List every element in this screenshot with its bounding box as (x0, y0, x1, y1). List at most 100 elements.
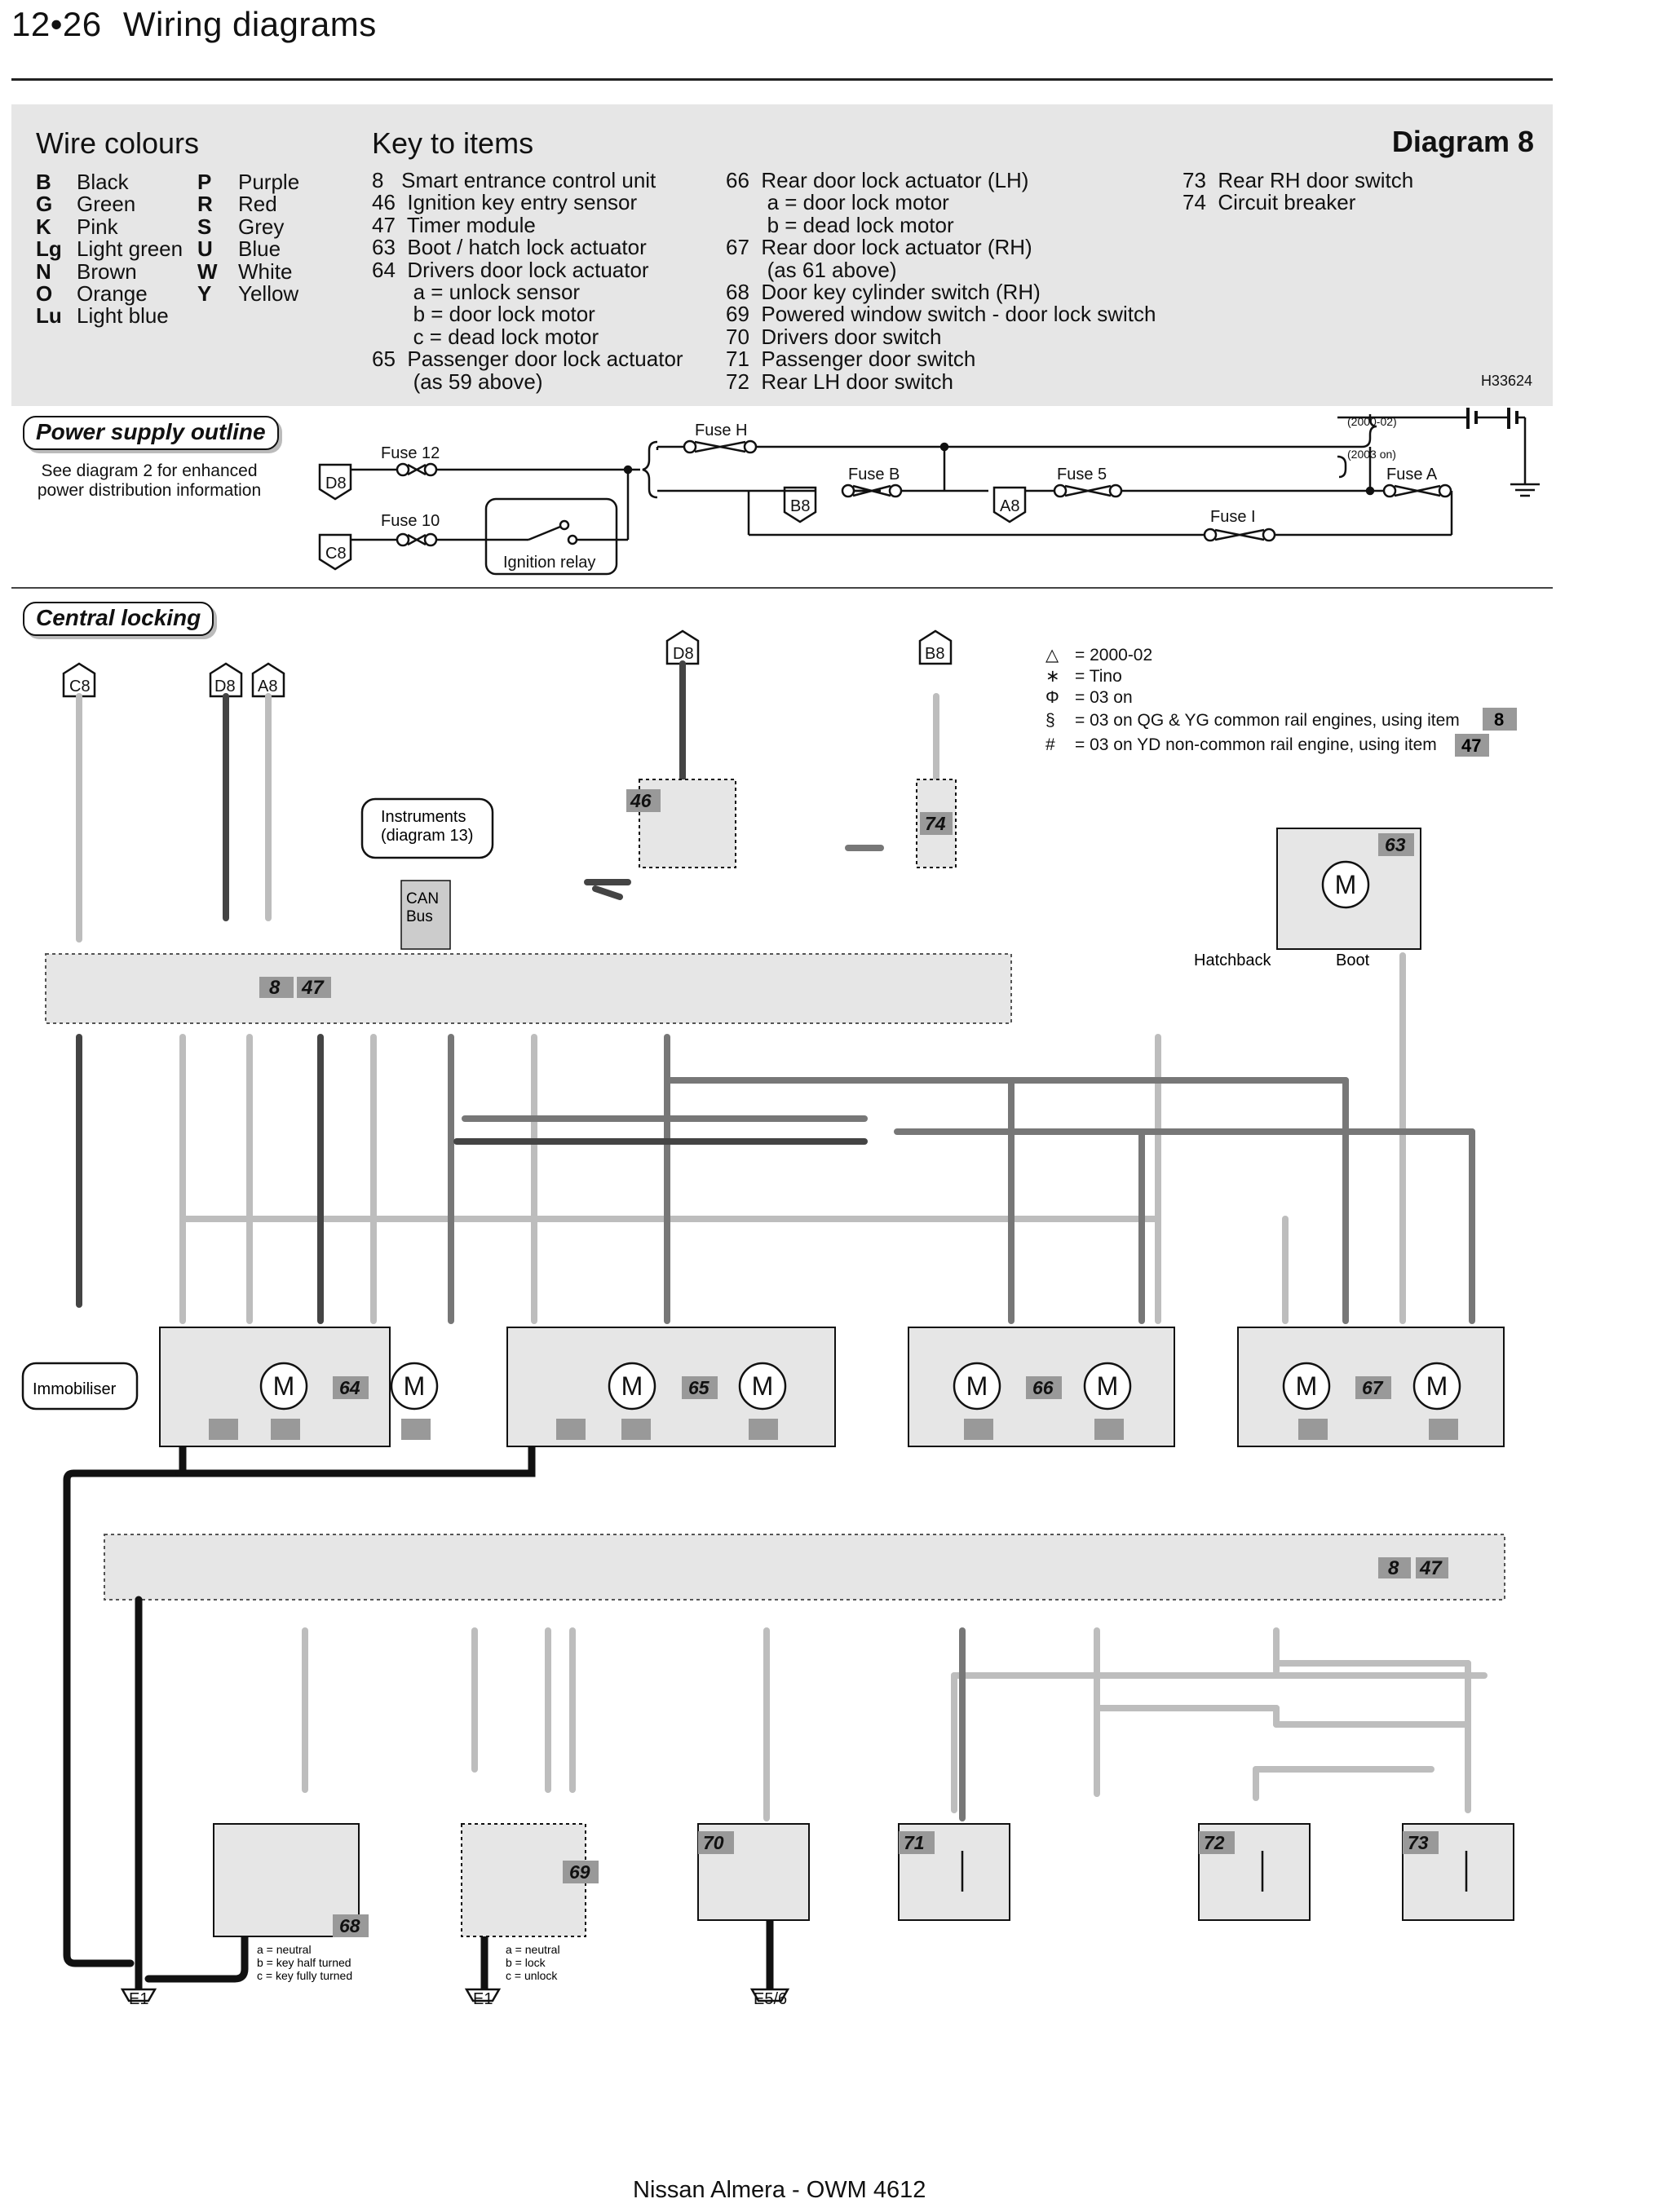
connector-a8: A8 (258, 678, 277, 695)
item-72-label: 72 (1204, 1832, 1225, 1853)
instruments-label: Instruments(diagram 13) (381, 808, 473, 845)
wire-colour-code: Lg (36, 236, 62, 262)
item-63-label: 63 (1385, 834, 1406, 855)
svg-text:M: M (273, 1371, 295, 1401)
wire-colour-code: P (197, 170, 212, 194)
page-number: 12•26 (11, 5, 102, 43)
footer: Nissan Almera - OWM 4612 (633, 2177, 926, 2203)
module-item-47-upper: 47 (301, 977, 325, 999)
wire-colour-code: U (197, 236, 213, 262)
key-item: 70 Drivers door switch (726, 324, 942, 349)
ground-e1-mid: E1 (473, 1990, 493, 2008)
key-item: b = dead lock motor (726, 212, 954, 237)
wire-colour-code: R (197, 192, 213, 217)
central-locking-title: Central locking (23, 602, 214, 636)
wire-colour-code: K (36, 214, 51, 239)
svg-text:M: M (1296, 1371, 1318, 1401)
wire-colour-name: Red (238, 192, 277, 217)
reference-code: H33624 (1480, 373, 1532, 389)
wire-colour-row: P Purple (197, 170, 300, 194)
legend-symbol-hash: # (1045, 735, 1055, 754)
item-64-label: 64 (339, 1377, 360, 1398)
wire-colour-code: O (36, 281, 53, 307)
wire-colour-name: Pink (77, 214, 118, 239)
legend-text-tino: = Tino (1075, 667, 1122, 686)
wire-colour-row: G Green (36, 192, 183, 217)
item-74-label: 74 (925, 813, 946, 834)
power-supply-note: See diagram 2 for enhanced power distrib… (37, 461, 262, 500)
connector-d8: D8 (214, 678, 236, 695)
legend-symbol-triangle: △ (1045, 646, 1059, 664)
key-item: 69 Powered window switch - door lock swi… (726, 302, 1156, 327)
wire-colour-row: U Blue (197, 236, 299, 262)
connector-b8: B8 (925, 645, 944, 663)
ground-e5-6: E5/6 (754, 1990, 787, 2008)
svg-text:M: M (966, 1371, 988, 1401)
key-item: a = unlock sensor (372, 280, 581, 305)
wire-colour-row: R Red (197, 192, 299, 217)
svg-text:M: M (1097, 1371, 1119, 1401)
ground-e1-left: E1 (129, 1990, 148, 2008)
fuse10-label: Fuse 10 (381, 512, 440, 530)
key-column-2: 66 Rear door lock actuator (LH) a = door… (726, 169, 1156, 394)
connector-c8-ps: C8 (325, 545, 347, 563)
key-item: 73 Rear RH door switch (1183, 168, 1414, 192)
key-item: 71 Passenger door switch (726, 347, 976, 372)
module-item-47-lower: 47 (1419, 1557, 1443, 1579)
page-title: Wiring diagrams (122, 5, 377, 43)
diagram-label: Diagram 8 (1391, 125, 1534, 158)
key-panel (11, 104, 1553, 406)
legend-symbol-asterisk: ∗ (1045, 667, 1060, 686)
wire-colour-name: Grey (238, 214, 285, 239)
item-46-label: 46 (630, 790, 652, 811)
wire-colour-name: Black (77, 170, 129, 194)
wire-colour-name: Green (77, 192, 136, 217)
svg-text:M: M (404, 1371, 426, 1401)
immobiliser-label: Immobiliser (33, 1380, 117, 1398)
section-rule (11, 587, 1553, 589)
legend-text-03-on: = 03 on (1075, 688, 1133, 707)
item-68-label: 68 (339, 1915, 360, 1936)
wire-colour-code: B (36, 170, 51, 194)
header-rule (11, 78, 1553, 81)
legend-symbol-section: § (1045, 711, 1055, 730)
fuseI-label: Fuse I (1210, 508, 1256, 526)
svg-text:M: M (621, 1371, 643, 1401)
wire-colour-name: Light blue (77, 303, 169, 329)
key-item: 72 Rear LH door switch (726, 369, 953, 394)
connector-c8: C8 (69, 678, 91, 695)
module-bar-lower (104, 1534, 1505, 1600)
wire-colour-code: N (36, 258, 51, 284)
wire-colour-code: G (36, 192, 53, 217)
wire-colour-name: Blue (238, 236, 281, 262)
key-item: 67 Rear door lock actuator (RH) (726, 235, 1032, 260)
legend-symbol-phi: Φ (1045, 688, 1059, 707)
power-supply-diagram: Fuse 12 Fuse 10 Fuse H Fuse B Fuse 5 Fus… (318, 408, 1540, 576)
wire-colours-title: Wire colours (36, 126, 200, 160)
svg-text:M: M (752, 1371, 774, 1401)
connector-d8-key: D8 (673, 645, 694, 663)
key-item: (as 59 above) (372, 369, 543, 394)
module-item-8-lower: 8 (1388, 1557, 1399, 1579)
wire-colour-code: Y (197, 281, 212, 307)
relay-label: Ignition relay (503, 554, 595, 572)
fuse5-label: Fuse 5 (1057, 466, 1107, 483)
module-bar-upper (45, 953, 1012, 1024)
key-item: (as 61 above) (726, 257, 897, 282)
hatchback-label: Hatchback (1194, 951, 1271, 969)
legend-item-47: 47 (1461, 735, 1481, 756)
connector-a8-ps: A8 (1000, 497, 1019, 515)
wire-colour-name: Purple (238, 170, 300, 194)
key-item: b = door lock motor (372, 302, 595, 327)
